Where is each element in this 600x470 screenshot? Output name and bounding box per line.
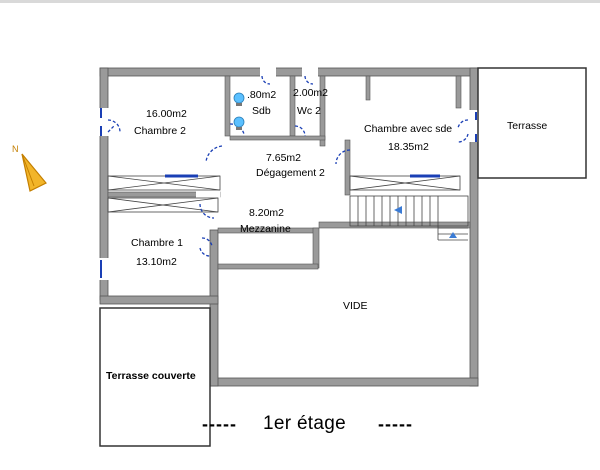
wardrobe-sde-diag-b	[349, 175, 461, 191]
sdb-name: Sdb	[252, 105, 271, 117]
door-chambre2-degagement	[205, 145, 223, 163]
wardrobe-chambre2-diag-b	[107, 175, 221, 191]
chambre1-name: Chambre 1	[131, 237, 183, 249]
door-chambre1-lower-b	[199, 247, 211, 257]
mezzanine-area: 8.20m2	[249, 207, 285, 219]
chambre1-area: 13.10m2	[136, 256, 177, 268]
sdb-west-wall	[224, 75, 231, 137]
window-wc	[304, 75, 314, 85]
vide-label: VIDE	[343, 300, 368, 312]
wc2-name: Wc 2	[297, 105, 321, 117]
terrasse-outline	[477, 67, 587, 179]
title-dashes-left: -----	[202, 414, 237, 434]
door-wc	[294, 125, 306, 137]
door-gaps	[99, 67, 479, 280]
stair-arrow-up	[449, 232, 457, 238]
wc2-area: 2.00m2	[293, 87, 329, 99]
terrasse-couverte-outline	[99, 307, 211, 447]
wc-window-gap	[302, 67, 318, 77]
wardrobe-chambre1-diag-b	[107, 197, 219, 213]
sdb-window-gap	[260, 67, 276, 77]
terrasse-door-gap	[469, 110, 479, 142]
mezzanine-name: Mezzanine	[240, 223, 291, 235]
degagement-area: 7.65m2	[266, 152, 302, 164]
title-dashes-right: -----	[378, 414, 413, 434]
bulb-base	[236, 103, 242, 106]
stair-west-wall	[344, 139, 351, 196]
door-sdb	[229, 123, 245, 135]
chambre1-south-wall	[99, 295, 219, 305]
terrasse-couverte-name: Terrasse couverte	[106, 370, 196, 382]
door-leaves	[100, 108, 477, 278]
compass-label: N	[12, 144, 19, 154]
sdb-wc-wall	[289, 75, 296, 137]
door-terrasse-lower	[457, 133, 469, 143]
outer-walls	[99, 67, 479, 387]
staircase	[349, 195, 469, 241]
door-chambre1-upper	[199, 203, 215, 219]
chambre2-name: Chambre 2	[134, 125, 186, 137]
wc-east-wall	[319, 75, 326, 147]
light-bulbs	[233, 92, 245, 130]
compass-icon	[21, 153, 47, 192]
chambre2-area: 16.00m2	[146, 108, 187, 120]
bulb-icon	[233, 92, 245, 104]
north-wall	[99, 67, 479, 77]
interior-walls	[107, 75, 471, 270]
chambre-sde-area: 18.35m2	[388, 141, 429, 153]
floor-title: 1er étage	[263, 413, 346, 434]
sdb-south-wall	[229, 135, 326, 141]
chambre1-window-gap	[99, 258, 109, 280]
void-north-wall	[318, 221, 471, 229]
top-border	[0, 0, 600, 3]
wardrobe-chambre1	[107, 197, 219, 213]
wardrobe-chambre-sde	[349, 175, 461, 191]
door-chambre2-window-upper	[107, 119, 121, 133]
window-sdb	[261, 75, 271, 85]
chambre-sde-stub	[365, 75, 371, 101]
sdb-area: .80m2	[247, 89, 277, 101]
bulb-icon	[233, 116, 245, 128]
degagement-name: Dégagement 2	[256, 167, 325, 179]
bulb-base	[236, 127, 242, 130]
door-chambre-sde	[335, 149, 351, 165]
wardrobe-chambre2	[107, 175, 221, 191]
wardrobes	[107, 175, 461, 213]
door-chambre2-window-lower	[107, 125, 115, 133]
stair-arrows	[394, 206, 457, 238]
chambre-sde-name: Chambre avec sde	[364, 123, 453, 135]
void-west-wall	[209, 229, 219, 387]
chambre-sde-east-upper	[455, 75, 462, 109]
chambre2-window-gap	[99, 108, 109, 136]
mezzanine-east-wall	[312, 227, 320, 269]
mezzanine-south-wall	[217, 263, 319, 270]
door-chambre1-lower	[201, 237, 213, 247]
door-terrasse-upper	[457, 119, 469, 129]
door-swings	[107, 75, 469, 257]
stair-outline	[349, 195, 469, 227]
chambre2-door-gap	[196, 191, 220, 198]
south-wall	[209, 377, 479, 387]
terrasse-name: Terrasse	[507, 120, 548, 132]
stair-arrow-left	[394, 206, 402, 214]
